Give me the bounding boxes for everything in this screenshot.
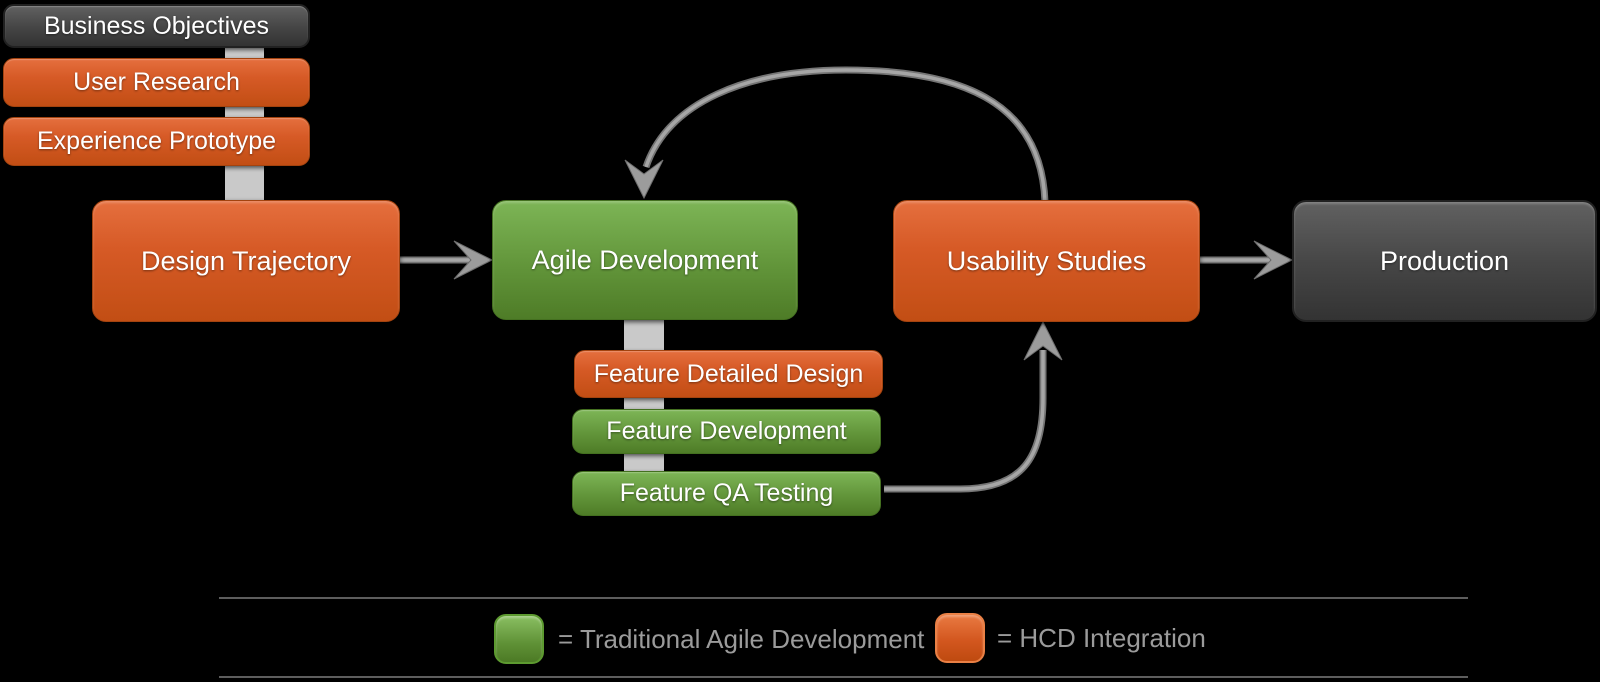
arrowhead-design-to-agile <box>453 240 494 280</box>
node-production-label: Production <box>1379 245 1510 276</box>
arrowhead-qa-into-usability <box>1023 320 1063 361</box>
node-agile-development: Agile Development <box>492 200 798 320</box>
node-agile-development-label: Agile Development <box>531 244 759 275</box>
node-feature-development: Feature Development <box>572 409 881 454</box>
legend-swatch-traditional-agile <box>494 614 544 664</box>
legend-label-traditional-agile: = Traditional Agile Development <box>558 624 925 654</box>
connector-top-pills-to-design-trajectory <box>225 24 264 205</box>
node-business-objectives: Business Objectives <box>3 4 310 48</box>
legend-label-hcd-integration: = HCD Integration <box>997 623 1206 653</box>
legend-rule-bottom <box>219 676 1468 678</box>
connector-agile-to-feature-pills <box>624 318 664 494</box>
node-feature-development-label: Feature Development <box>606 417 847 445</box>
node-production: Production <box>1292 200 1597 322</box>
node-feature-qa-testing-label: Feature QA Testing <box>619 479 834 507</box>
arrow-qa-to-usability-shaft <box>884 350 1047 493</box>
node-design-trajectory-label: Design Trajectory <box>140 245 352 276</box>
node-feature-qa-testing: Feature QA Testing <box>572 471 881 516</box>
node-experience-prototype: Experience Prototype <box>3 117 310 166</box>
node-feature-detailed-design-label: Feature Detailed Design <box>593 359 864 388</box>
node-usability-studies: Usability Studies <box>893 200 1200 322</box>
node-design-trajectory: Design Trajectory <box>92 200 400 322</box>
node-feature-detailed-design: Feature Detailed Design <box>574 350 883 398</box>
arrowhead-loop-into-agile <box>624 159 664 200</box>
legend-rule-top <box>219 597 1468 599</box>
arrowhead-usability-to-production <box>1253 240 1294 280</box>
node-business-objectives-label: Business Objectives <box>43 11 270 40</box>
arrow-loop-usability-to-agile-shaft <box>642 66 1049 203</box>
legend-swatch-hcd-integration <box>935 613 985 663</box>
node-user-research: User Research <box>3 58 310 107</box>
node-user-research-label: User Research <box>73 68 240 96</box>
node-usability-studies-label: Usability Studies <box>946 245 1147 276</box>
node-experience-prototype-label: Experience Prototype <box>36 127 277 155</box>
